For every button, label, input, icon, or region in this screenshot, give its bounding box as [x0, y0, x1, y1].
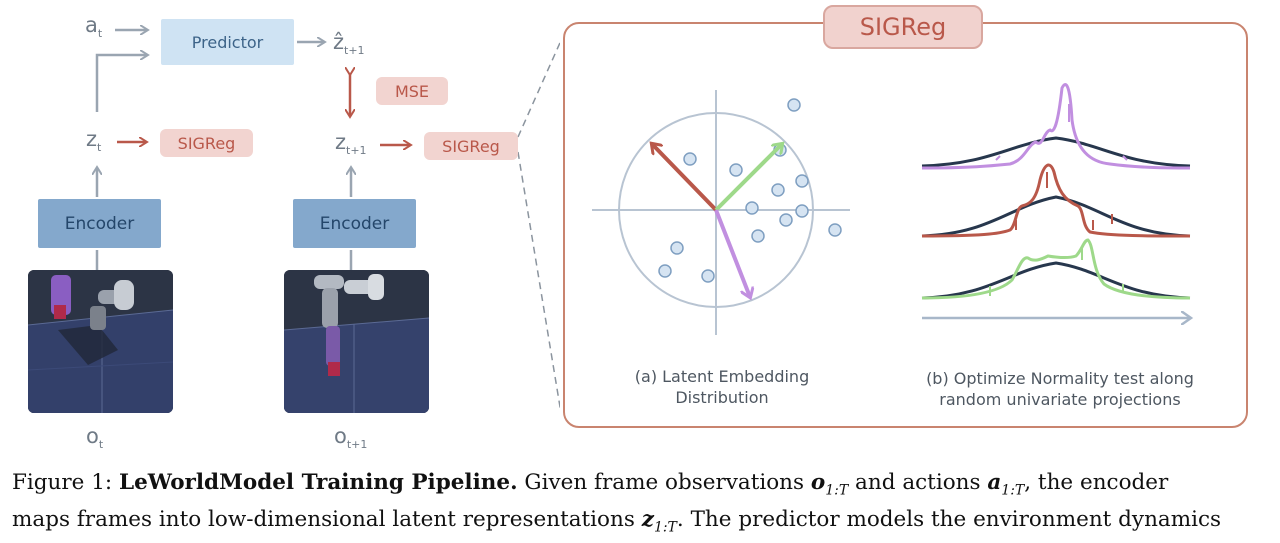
mse-box: MSE — [376, 77, 448, 105]
caption-line2-text2: . The predictor models the environment d… — [676, 507, 1222, 533]
robot-arm-scene-t1 — [284, 270, 429, 413]
z-symbol: z — [641, 507, 654, 533]
observation-image-t — [28, 270, 173, 413]
red-projection-vector — [652, 144, 718, 212]
sigreg-panel-title: SIGReg — [823, 5, 983, 49]
caption-title: LeWorldModel Training Pipeline. — [119, 470, 518, 495]
caption-line2-text1: maps frames into low-dimensional latent … — [12, 507, 642, 533]
encoder-box-right: Encoder — [293, 199, 416, 248]
red-distribution-curve — [921, 163, 1191, 238]
zhat-label: ẑt+1 — [333, 30, 365, 57]
action-label: at — [85, 13, 103, 40]
correction-arrows — [989, 104, 1128, 296]
caption-line-1: Figure 1: LeWorldModel Training Pipeline… — [12, 468, 1274, 505]
o-symbol: o — [810, 470, 826, 495]
z-range: 1:T — [653, 519, 677, 536]
figure-number: Figure 1: — [12, 470, 113, 495]
gaussian-curve-1 — [921, 136, 1191, 168]
sigreg-box-zt: SIGReg — [160, 129, 253, 157]
caption-latent-embedding: (a) Latent Embedding Distribution — [612, 366, 832, 408]
gaussian-curve-3 — [921, 261, 1191, 300]
caption-text-2: and actions — [848, 470, 988, 495]
gaussian-curve-2 — [921, 195, 1191, 238]
ot1-label: ot+1 — [334, 424, 368, 451]
purple-projection-vector — [714, 209, 750, 297]
caption-text-1: Given frame observations — [517, 470, 811, 495]
purple-distribution-curve — [921, 83, 1191, 170]
caption-normality-test: (b) Optimize Normality test along random… — [895, 368, 1225, 410]
a-symbol: a — [987, 470, 1002, 495]
observation-image-t1 — [284, 270, 429, 413]
unit-circle — [618, 112, 814, 308]
zt-to-predictor-arrow — [95, 55, 147, 112]
zt1-label: zt+1 — [335, 130, 367, 157]
green-projection-vector — [714, 144, 782, 212]
encoder-box-left: Encoder — [38, 199, 161, 248]
green-distribution-curve — [921, 238, 1191, 300]
a-range: 1:T — [1001, 482, 1025, 499]
pipeline-arrows — [0, 0, 560, 412]
sigreg-box-zt1: SIGReg — [424, 132, 518, 160]
normality-test-plots — [921, 83, 1191, 318]
predictor-box: Predictor — [161, 19, 294, 65]
figure-caption: Figure 1: LeWorldModel Training Pipeline… — [12, 468, 1274, 543]
latent-embedding-plot — [592, 90, 850, 335]
zoom-line-top — [517, 40, 560, 138]
caption-b-line1: (b) Optimize Normality test along — [926, 369, 1194, 388]
zoom-line-bottom — [517, 151, 560, 412]
zt-label: zt — [86, 127, 102, 154]
embedding-points — [658, 98, 842, 283]
sigreg-illustration — [592, 83, 1270, 335]
caption-a-line1: (a) Latent Embedding — [634, 367, 810, 386]
caption-text-3: , the encoder — [1024, 470, 1169, 495]
o-range: 1:T — [825, 482, 849, 499]
pipeline-figure: at Predictor ẑt+1 MSE zt SIGReg zt+1 SIG… — [0, 0, 1270, 451]
caption-a-line2: Distribution — [675, 388, 769, 407]
ot-label: ot — [86, 424, 104, 451]
caption-line-2: maps frames into low-dimensional latent … — [12, 505, 1274, 542]
caption-b-line2: random univariate projections — [939, 390, 1181, 409]
robot-arm-scene-t — [28, 270, 173, 413]
